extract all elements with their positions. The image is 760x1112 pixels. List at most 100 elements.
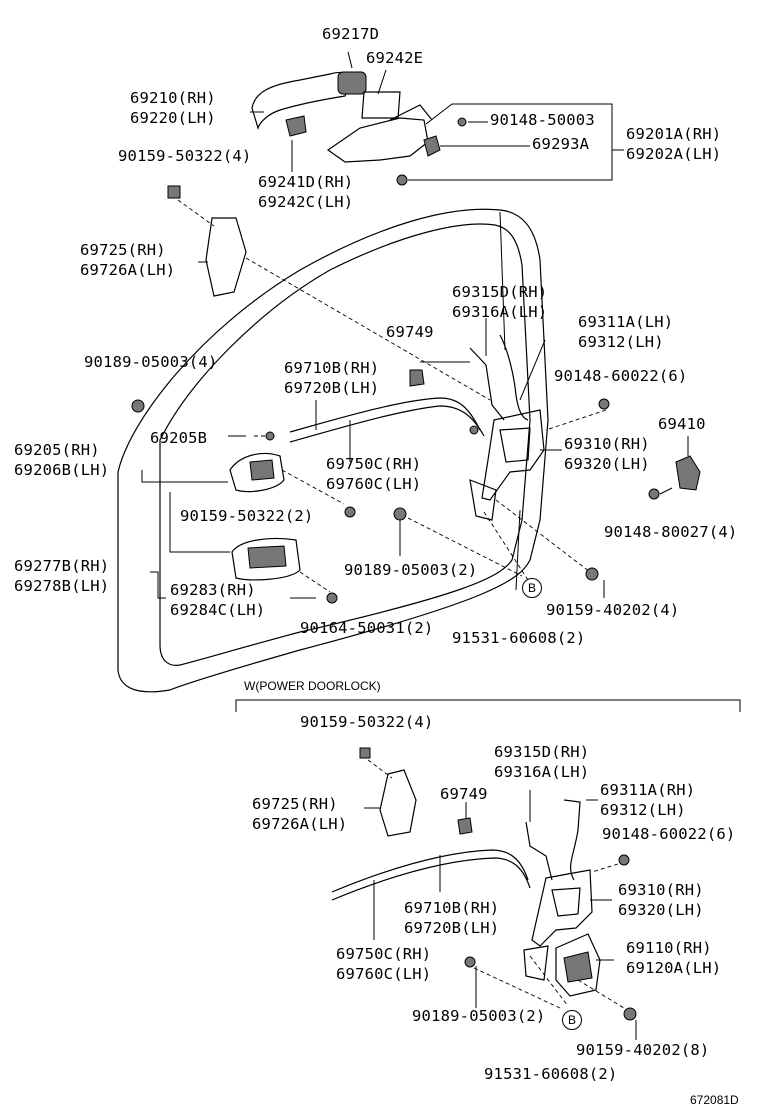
outside-handle-group bbox=[250, 51, 624, 186]
label-90148-80027: 90148-80027(4) bbox=[604, 523, 738, 541]
label-69725-b: 69725(RH) bbox=[252, 795, 338, 813]
label-90189-05003-b: 90189-05003(2) bbox=[344, 561, 478, 579]
label-69277B: 69277B(RH) bbox=[14, 557, 110, 575]
screw-90148-50003 bbox=[457, 117, 467, 127]
callout-b-upper: B bbox=[522, 578, 542, 598]
section-title-power-doorlock: W(POWER DOORLOCK) bbox=[244, 679, 381, 693]
label-69750C-b: 69750C(RH) bbox=[336, 945, 432, 963]
cable-69710B bbox=[289, 397, 481, 433]
callout-b-lower: B bbox=[562, 1010, 582, 1030]
label-69316A-b: 69316A(LH) bbox=[494, 763, 590, 781]
label-69710B-a: 69710B(RH) bbox=[284, 359, 380, 377]
label-91531-60608-b: 91531-60608(2) bbox=[484, 1065, 618, 1083]
rod-69311A bbox=[499, 334, 529, 421]
screw-90148-60022 bbox=[598, 398, 610, 410]
label-90159-50322-b: 90159-50322(2) bbox=[180, 507, 314, 525]
label-69293A: 69293A bbox=[532, 135, 590, 153]
label-90159-50322-c: 90159-50322(4) bbox=[300, 713, 434, 731]
bracket-69725 bbox=[205, 217, 247, 297]
outside-handle bbox=[251, 71, 351, 130]
label-90159-50322-a: 90159-50322(4) bbox=[118, 147, 252, 165]
label-69312-b: 69312(LH) bbox=[600, 801, 686, 819]
label-69110: 69110(RH) bbox=[626, 939, 712, 957]
screw-90189-05003 bbox=[131, 399, 145, 413]
door-lock-69310-lower bbox=[531, 869, 593, 947]
clip-69749 bbox=[409, 369, 425, 387]
label-69315D-a: 69315D(RH) bbox=[452, 283, 548, 301]
label-69720B-b: 69720B(LH) bbox=[404, 919, 500, 937]
label-69749-a: 69749 bbox=[386, 323, 434, 341]
label-69316A-a: 69316A(LH) bbox=[452, 303, 548, 321]
label-69750C-a: 69750C(RH) bbox=[326, 455, 422, 473]
label-90148-50003: 90148-50003 bbox=[490, 111, 595, 129]
door-lock-69310 bbox=[481, 409, 545, 501]
label-90189-05003-a: 90189-05003(4) bbox=[84, 353, 218, 371]
lever-69293A bbox=[423, 135, 441, 157]
label-69725-a: 69725(RH) bbox=[80, 241, 166, 259]
bracket-69725-lower bbox=[379, 769, 417, 837]
label-69284C: 69284C(LH) bbox=[170, 601, 266, 619]
label-69310-a: 69310(RH) bbox=[564, 435, 650, 453]
label-69310-b: 69310(RH) bbox=[618, 881, 704, 899]
label-69242C: 69242C(LH) bbox=[258, 193, 354, 211]
label-69220: 69220(LH) bbox=[130, 109, 216, 127]
rod-69311A-lower bbox=[563, 799, 581, 881]
screw-90164-50031 bbox=[326, 592, 338, 604]
label-69726A-b: 69726A(LH) bbox=[252, 815, 348, 833]
label-69202A: 69202A(LH) bbox=[626, 145, 722, 163]
protector-69410 bbox=[675, 455, 701, 491]
section-bracket bbox=[235, 699, 741, 712]
screw-90159-50322 bbox=[167, 185, 181, 199]
label-69201A: 69201A(RH) bbox=[626, 125, 722, 143]
door-frame-outline bbox=[117, 208, 549, 693]
label-69241D: 69241D(RH) bbox=[258, 173, 354, 191]
bezel-69277B bbox=[231, 537, 301, 581]
label-90148-60022-b: 90148-60022(6) bbox=[602, 825, 736, 843]
label-91531-60608-a: 91531-60608(2) bbox=[452, 629, 586, 647]
label-69311A-b: 69311A(RH) bbox=[600, 781, 696, 799]
handle-frame-69201A bbox=[326, 117, 429, 163]
label-69217D: 69217D bbox=[322, 25, 380, 43]
label-69720B-a: 69720B(LH) bbox=[284, 379, 380, 397]
label-69205B: 69205B bbox=[150, 429, 208, 447]
label-90159-40202-a: 90159-40202(4) bbox=[546, 601, 680, 619]
label-90164-50031: 90164-50031(2) bbox=[300, 619, 434, 637]
label-90159-40202-b: 90159-40202(8) bbox=[576, 1041, 710, 1059]
label-69710B-b: 69710B(RH) bbox=[404, 899, 500, 917]
label-69749-b: 69749 bbox=[440, 785, 488, 803]
label-69242E: 69242E bbox=[366, 49, 424, 67]
label-69283: 69283(RH) bbox=[170, 581, 256, 599]
label-69278B: 69278B(LH) bbox=[14, 577, 110, 595]
clip-69749-lower bbox=[457, 817, 473, 835]
screw-90159-40202 bbox=[585, 567, 599, 581]
label-69760C-a: 69760C(LH) bbox=[326, 475, 422, 493]
cable-69710B-lower bbox=[331, 849, 529, 893]
label-69206B: 69206B(LH) bbox=[14, 461, 110, 479]
label-69315D-b: 69315D(RH) bbox=[494, 743, 590, 761]
label-69210: 69210(RH) bbox=[130, 89, 216, 107]
lock-motor-69110 bbox=[555, 933, 601, 997]
rod-69315D-lower bbox=[525, 821, 553, 881]
label-69205: 69205(RH) bbox=[14, 441, 100, 459]
screw-90148-80027 bbox=[648, 488, 660, 500]
label-69120A: 69120A(LH) bbox=[626, 959, 722, 977]
label-69320-a: 69320(LH) bbox=[564, 455, 650, 473]
label-69320-b: 69320(LH) bbox=[618, 901, 704, 919]
label-69760C-b: 69760C(LH) bbox=[336, 965, 432, 983]
rod-69315D bbox=[469, 347, 505, 421]
handle-cap-69217D bbox=[337, 71, 367, 95]
label-69312-a: 69312(LH) bbox=[578, 333, 664, 351]
cable-69720B bbox=[289, 405, 485, 443]
reference-code: 672081D bbox=[690, 1093, 739, 1107]
handle-pad-69242E bbox=[361, 91, 401, 119]
label-69311A-a: 69311A(LH) bbox=[578, 313, 674, 331]
label-69410: 69410 bbox=[658, 415, 706, 433]
label-90189-05003-c: 90189-05003(2) bbox=[412, 1007, 546, 1025]
door-frame-inner bbox=[159, 223, 531, 666]
label-69726A-a: 69726A(LH) bbox=[80, 261, 176, 279]
inside-handle-69205 bbox=[229, 452, 285, 493]
handle-cover-69241D bbox=[285, 115, 307, 137]
label-90148-60022-a: 90148-60022(6) bbox=[554, 367, 688, 385]
